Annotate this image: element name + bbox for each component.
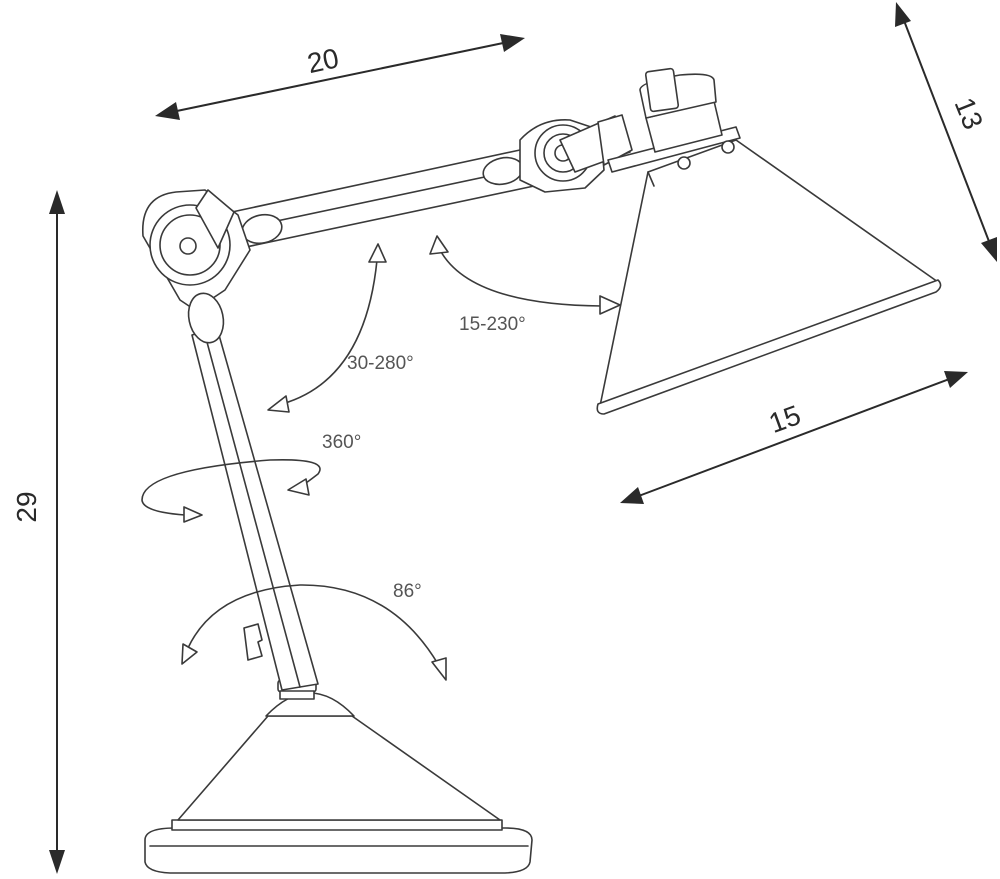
lamp-lower-joint: [142, 189, 251, 344]
dimension-arrows: [49, 2, 997, 874]
head-tilt-arrow: [429, 235, 621, 315]
height-label: 29: [11, 491, 42, 522]
head-tilt-label: 15-230°: [459, 314, 526, 335]
width-label: 20: [305, 42, 342, 79]
height-dimension-arrow: [49, 190, 65, 874]
head-label: 13: [949, 93, 989, 134]
lamp-upper-arm: [217, 149, 535, 251]
lamp-drawing: [142, 67, 942, 874]
arm-tilt-arrow: [267, 243, 387, 413]
base-tilt-arrow: [181, 584, 447, 681]
shade-dimension-arrow: [620, 371, 968, 504]
base-tilt-label: 86°: [393, 581, 422, 602]
rotation-arrow: [141, 458, 321, 523]
shade-label: 15: [765, 399, 805, 439]
labels: 20 29 13 15 15-230° 30-280° 360° 86°: [11, 42, 989, 602]
width-dimension-arrow: [155, 34, 525, 120]
lamp-shade: [596, 67, 942, 415]
lamp-upper-joint: [519, 114, 633, 193]
angle-arrows: [141, 235, 621, 681]
lamp-lower-arm: [191, 327, 319, 691]
rotation-label: 360°: [322, 432, 361, 453]
lamp-base: [144, 679, 533, 874]
arm-tilt-label: 30-280°: [347, 353, 414, 374]
head-dimension-arrow: [895, 2, 997, 262]
